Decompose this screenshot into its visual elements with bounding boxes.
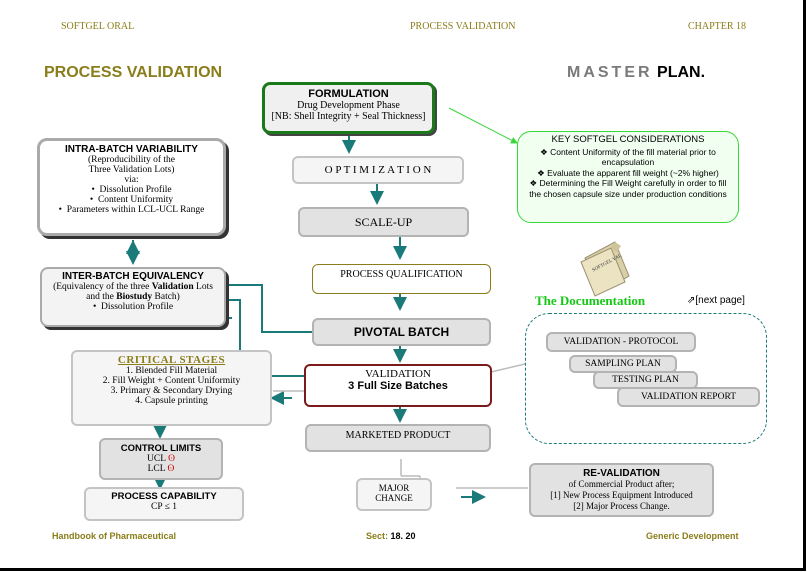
footer-section-number: 18. 20 [390, 531, 416, 541]
inter-batch-bullet: • Dissolution Profile [92, 302, 174, 312]
revalidation-line3: [2] Major Process Change. [573, 501, 670, 511]
documentation-label: The Documentation [535, 293, 646, 308]
next-page-text: [next page] [695, 295, 745, 306]
formulation-line1: Drug Development Phase [297, 100, 400, 111]
inter-batch-text-bold: Biostudy [116, 292, 153, 302]
process-capability-title: PROCESS CAPABILITY [111, 491, 217, 502]
marketed-product-box: MARKETED PRODUCT [305, 424, 491, 452]
footer-section-label: Sect: [366, 531, 391, 541]
inter-batch-text: (Equivalency of the three [53, 282, 152, 292]
inter-batch-title: INTER-BATCH EQUIVALENCY [62, 271, 204, 282]
ucl-row: UCL ʘ [101, 454, 221, 464]
lcl-row: LCL ʘ [101, 464, 221, 474]
lcl-symbol: ʘ [167, 464, 175, 474]
master-plan-title: MASTER PLAN. [567, 64, 705, 82]
revalidation-line2: [1] New Process Equipment Introduced [550, 490, 693, 500]
revalidation-box: RE-VALIDATION of Commercial Product afte… [529, 463, 714, 517]
intra-batch-bullet: • Content Uniformity [89, 195, 174, 205]
scale-up-box: SCALE-UP [298, 207, 469, 237]
intra-batch-bullet-text: Parameters within LCL-UCL Range [66, 205, 205, 215]
external-link-icon: ⇗ [687, 295, 696, 306]
critical-stages-box: CRITICAL STAGES 1. Blended Fill Material… [71, 350, 272, 426]
footer-left: Handbook of Pharmaceutical [52, 531, 177, 541]
intra-batch-bullet: • Parameters within LCL-UCL Range [58, 205, 205, 215]
formulation-box: FORMULATION Drug Development Phase [NB: … [262, 82, 435, 134]
revalidation-line1: of Commercial Product after; [568, 479, 675, 489]
key-consideration-item: ❖ Determining the Fill Weight carefully … [529, 178, 727, 199]
lcl-label: LCL [147, 464, 166, 474]
next-page-link[interactable]: ⇗[next page] [687, 295, 745, 306]
formulation-line2: [NB: Shell Integrity + Seal Thickness] [271, 111, 426, 122]
inter-batch-text: and the [86, 292, 117, 302]
validation-line2: 3 Full Size Batches [348, 380, 448, 392]
footer-center: Sect: 18. 20 [366, 531, 416, 541]
inter-batch-line1: (Equivalency of the three Validation Lot… [42, 282, 224, 292]
plan-word: PLAN. [657, 64, 706, 81]
control-limits-box: CONTROL LIMITS UCL ʘ LCL ʘ [99, 438, 223, 480]
intra-batch-box: INTRA-BATCH VARIABILITY (Reproducibility… [37, 138, 226, 236]
optimization-label: O P T I M I Z A T I O N [324, 164, 432, 176]
documentation-folder-icon: SOFTGEL VAL [577, 236, 631, 297]
key-considerations-box: KEY SOFTGEL CONSIDERATIONS ❖ Content Uni… [517, 131, 739, 223]
intra-batch-bullet-text: Dissolution Profile [99, 185, 172, 195]
intra-batch-line2: Three Validation Lots) [88, 165, 175, 175]
key-considerations-title: KEY SOFTGEL CONSIDERATIONS [551, 134, 705, 145]
inter-batch-line2: and the Biostudy Batch) [42, 292, 224, 302]
header-center: PROCESS VALIDATION [410, 21, 516, 32]
critical-stage-item: 4. Capsule printing [135, 396, 208, 406]
validation-box: VALIDATION 3 Full Size Batches [304, 364, 492, 407]
scale-up-label: SCALE-UP [354, 215, 413, 229]
intra-batch-title: INTRA-BATCH VARIABILITY [65, 144, 198, 155]
doc-item-report: VALIDATION REPORT [617, 387, 760, 407]
ucl-symbol: ʘ [168, 454, 175, 464]
pivotal-batch-label: PIVOTAL BATCH [353, 325, 450, 339]
inter-batch-text-bold: Validation [151, 282, 194, 292]
critical-stage-item: 2. Fill Weight + Content Uniformity [102, 376, 241, 386]
inter-batch-text: Lots [193, 282, 213, 292]
doc-item-label: VALIDATION - PROTOCOL [563, 337, 679, 347]
critical-stages-title: CRITICAL STAGES [117, 354, 226, 366]
footer-right: Generic Development [646, 531, 739, 541]
ucl-label: UCL [147, 454, 166, 464]
key-consideration-item: ❖ Content Uniformity of the fill materia… [540, 146, 716, 168]
marketed-product-label: MARKETED PRODUCT [345, 430, 451, 441]
intra-batch-line1: (Reproducibility of the [87, 155, 176, 165]
doc-item-label: VALIDATION REPORT [640, 392, 737, 402]
process-qualification-label: PROCESS QUALIFICATION [340, 269, 463, 280]
process-capability-box: PROCESS CAPABILITY CP ≤ 1 [84, 487, 244, 521]
doc-item-protocol: VALIDATION - PROTOCOL [546, 332, 696, 352]
inter-batch-text: Batch) [152, 292, 180, 302]
intra-batch-bullet: • Dissolution Profile [91, 185, 172, 195]
header-right: CHAPTER 18 [688, 21, 747, 32]
critical-stage-item: 3. Primary & Secondary Drying [110, 386, 233, 396]
critical-stage-item: 1. Blended Fill Material [125, 366, 218, 376]
inter-batch-box: INTER-BATCH EQUIVALENCY (Equivalency of … [40, 267, 226, 327]
doc-item-label: TESTING PLAN [612, 375, 679, 385]
intra-batch-line3: via: [124, 175, 139, 185]
key-consideration-item: ❖ Evaluate the apparent fill weight (~2%… [537, 167, 719, 178]
inter-batch-bullet-text: Dissolution Profile [101, 302, 174, 312]
doc-item-label: SAMPLING PLAN [585, 359, 661, 369]
major-change-line2: CHANGE [375, 493, 413, 503]
pivotal-batch-box: PIVOTAL BATCH [312, 318, 491, 346]
header-left: SOFTGEL ORAL [61, 21, 135, 32]
major-change-box: MAJOR CHANGE [356, 478, 432, 511]
major-change-line1: MAJOR [378, 483, 410, 493]
validation-line1: VALIDATION [365, 368, 431, 380]
process-capability-value: CP ≤ 1 [151, 502, 177, 512]
optimization-box: O P T I M I Z A T I O N [292, 156, 464, 184]
intra-batch-bullet-text: Content Uniformity [97, 195, 174, 205]
process-qualification-box: PROCESS QUALIFICATION [312, 264, 491, 294]
master-word: MASTER [567, 64, 653, 81]
control-limits-title: CONTROL LIMITS [120, 443, 202, 454]
revalidation-title: RE-VALIDATION [583, 468, 660, 479]
formulation-title: FORMULATION [308, 88, 389, 100]
page-title: PROCESS VALIDATION [44, 64, 223, 81]
